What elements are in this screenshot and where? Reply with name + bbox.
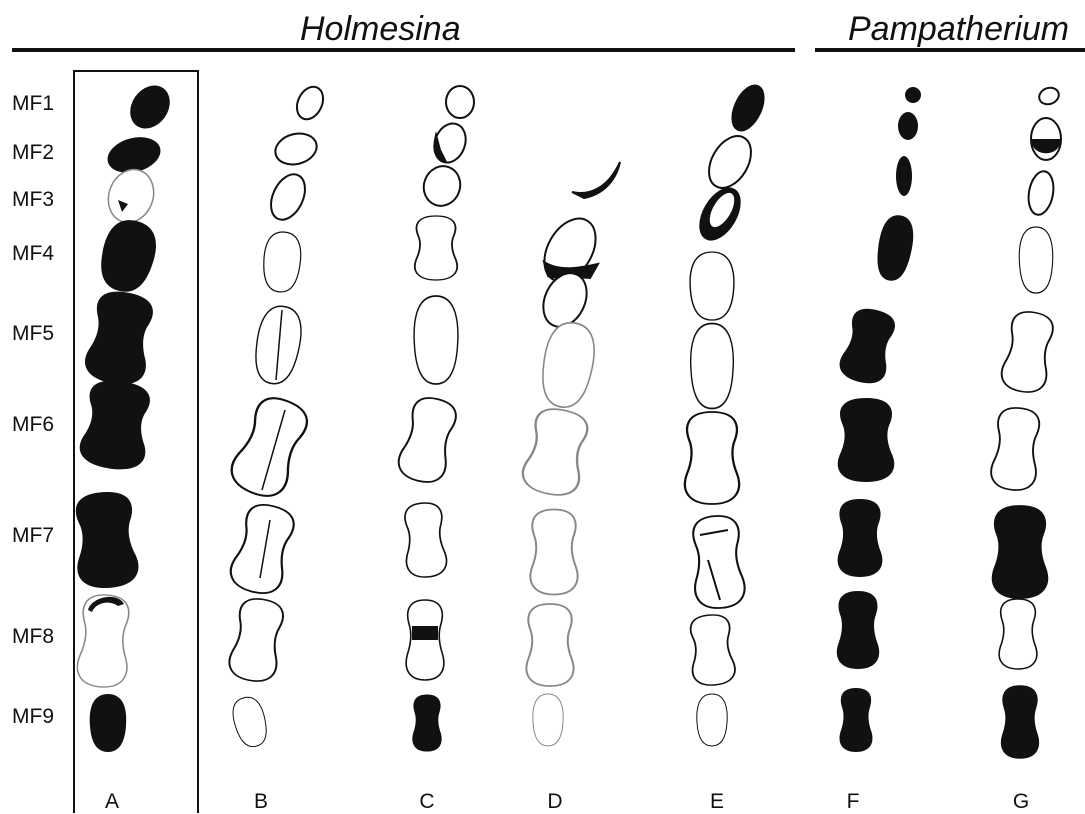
tooth-f-mf4 xyxy=(873,213,917,284)
tooth-a-mf4 xyxy=(94,215,163,298)
tooth-g-mf5 xyxy=(999,309,1057,396)
tooth-a-mf3 xyxy=(101,163,161,229)
tooth-f-mf8 xyxy=(837,591,879,669)
tooth-c-mf7 xyxy=(402,502,447,579)
tooth-a-mf8 xyxy=(76,593,132,688)
tooth-b-mf4 xyxy=(261,231,303,294)
tooth-b-mf9 xyxy=(229,694,271,750)
column-a-teeth xyxy=(72,78,178,752)
tooth-f-mf6 xyxy=(838,398,895,482)
column-d-teeth xyxy=(520,162,620,746)
tooth-f-mf9 xyxy=(840,688,873,752)
tooth-c-mf6 xyxy=(395,394,461,487)
tooth-e-mf2 xyxy=(700,129,759,195)
tooth-e-mf8 xyxy=(688,613,736,686)
column-g-teeth xyxy=(989,85,1061,758)
tooth-c-mf5 xyxy=(414,296,458,384)
tooth-d-mf3 xyxy=(572,162,620,198)
tooth-g-mf8 xyxy=(999,599,1037,669)
tooth-f-mf7 xyxy=(838,499,883,577)
tooth-b-mf3 xyxy=(264,169,311,225)
tooth-f-mf1 xyxy=(905,87,921,103)
tooth-b-mf5 xyxy=(250,303,306,387)
tooth-b-mf7 xyxy=(227,500,300,598)
tooth-a-mf9 xyxy=(90,694,127,752)
tooth-d-mf7 xyxy=(530,510,577,595)
tooth-c-mf1 xyxy=(446,86,474,118)
tooth-f-mf2 xyxy=(898,112,918,140)
tooth-g-mf6 xyxy=(989,406,1042,492)
tooth-a-mf5 xyxy=(82,287,158,388)
tooth-g-mf3 xyxy=(1025,169,1056,216)
tooth-e-mf6 xyxy=(685,412,739,504)
tooth-f-mf5 xyxy=(836,304,900,387)
tooth-d-mf8 xyxy=(526,604,573,686)
tooth-e-mf4 xyxy=(690,252,734,320)
tooth-f-mf3 xyxy=(896,156,912,196)
column-b-teeth xyxy=(225,83,328,751)
tooth-a-mf1 xyxy=(122,78,178,136)
tooth-g-mf7 xyxy=(993,506,1047,598)
tooth-a-mf7 xyxy=(72,490,140,590)
column-e-teeth xyxy=(685,81,770,746)
tooth-b-mf8 xyxy=(227,596,288,685)
tooth-c-mf4 xyxy=(415,216,457,280)
tooth-c-mf8-band xyxy=(412,626,438,640)
tooth-b-mf2 xyxy=(272,129,320,169)
tooth-g-mf4 xyxy=(1019,227,1052,293)
tooth-c-mf3 xyxy=(418,161,466,211)
tooth-c-mf9 xyxy=(413,695,441,751)
tooth-d-mf6 xyxy=(520,405,593,500)
tooth-b-mf6 xyxy=(225,391,314,503)
tooth-e-mf1 xyxy=(726,81,770,135)
column-f-teeth xyxy=(836,87,921,752)
tooth-d-mf9 xyxy=(533,694,563,746)
column-c-teeth xyxy=(395,86,474,751)
tooth-e-mf9 xyxy=(697,694,727,746)
tooth-b-mf1 xyxy=(292,83,328,124)
tooth-g-mf1 xyxy=(1037,85,1061,107)
tooth-e-mf5 xyxy=(691,324,734,409)
tooth-d-mf5 xyxy=(537,319,600,411)
tooth-g-mf9 xyxy=(1002,686,1039,758)
tooth-a-mf6 xyxy=(77,377,155,473)
